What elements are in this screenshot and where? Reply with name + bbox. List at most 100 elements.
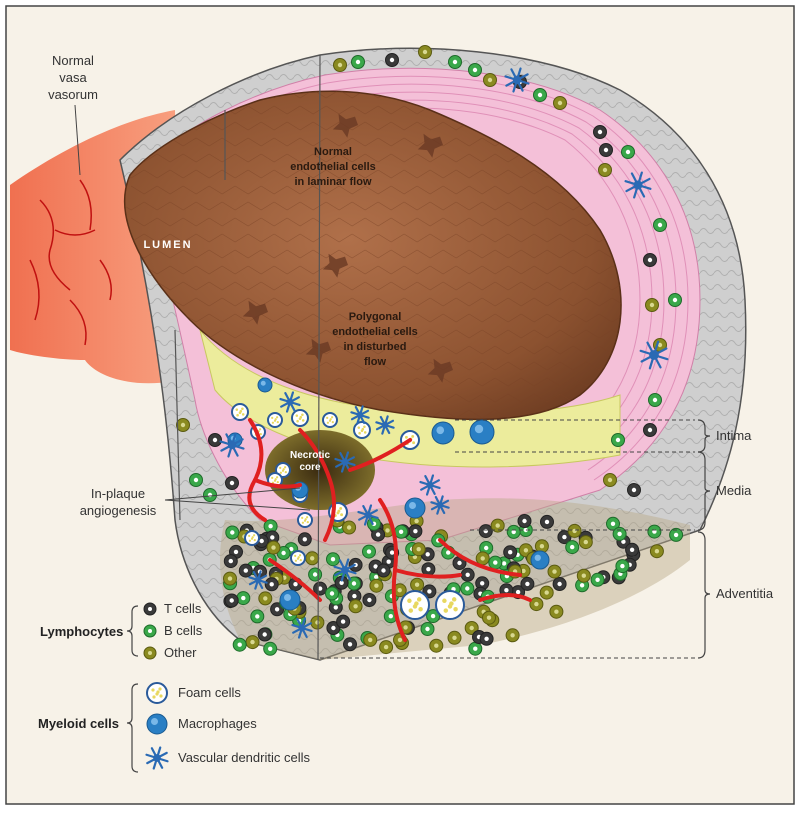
lymphocyte-nucleus-icon [515, 589, 521, 595]
legend-foam-cells: Foam cells [178, 685, 241, 700]
lipid-droplet-icon [294, 559, 298, 562]
lipid-droplet-icon [241, 413, 245, 416]
lipid-droplet-icon [361, 427, 365, 431]
lymphocyte-nucleus-icon [269, 582, 274, 587]
lymphocyte-nucleus-icon [629, 547, 635, 552]
dendritic-cell-body-icon [364, 511, 372, 519]
lipid-droplet-icon [404, 435, 408, 439]
lipid-droplet-icon [159, 694, 163, 698]
dendritic-cell-body-icon [153, 754, 161, 762]
lymphocyte-nucleus-icon [557, 100, 563, 106]
macrophage-highlight-icon [260, 380, 266, 386]
lymphocyte-nucleus-icon [281, 550, 286, 556]
lymphocyte-nucleus-icon [486, 615, 492, 620]
legend-lymphocytes: Lymphocytes T cells B cells Other [40, 601, 203, 660]
lymphocyte-nucleus-icon [501, 561, 507, 566]
dendritic-cell-body-icon [227, 440, 237, 450]
lymphocyte-nucleus-icon [331, 625, 336, 631]
macrophage-highlight-icon [151, 718, 158, 725]
vasa-pointer [74, 104, 81, 176]
lymphocyte-nucleus-icon [525, 581, 530, 587]
adventitia-label: Adventitia [716, 586, 774, 601]
lipid-droplet-icon [339, 506, 343, 510]
macrophage-icon [279, 589, 301, 611]
foam-cell-swatch-icon [146, 682, 168, 704]
lymphocyte-nucleus-icon [562, 534, 567, 540]
lymphocyte-nucleus-icon [484, 545, 489, 551]
lipid-droplet-icon [253, 538, 256, 542]
lymphocyte-nucleus-icon [617, 531, 622, 537]
lipid-droplet-icon [274, 418, 277, 421]
lymphocyte-nucleus-icon [388, 614, 393, 619]
lymphocyte-nucleus-icon [403, 625, 408, 630]
lymphocyte-nucleus-icon [310, 556, 315, 561]
lymphocyte-nucleus-icon [389, 57, 395, 63]
lymphocyte-nucleus-icon [385, 528, 390, 533]
lymphocyte-nucleus-icon [375, 532, 381, 537]
necrotic-label-line-1: Necrotic [290, 450, 330, 461]
lymphocyte-nucleus-icon [603, 147, 609, 153]
lymphocyte-nucleus-icon [583, 539, 588, 545]
lymphocyte-nucleus-icon [631, 487, 637, 493]
lipid-droplet-icon [407, 598, 412, 604]
lipid-droplet-icon [297, 556, 300, 559]
lymphocyte-nucleus-icon [452, 635, 457, 640]
vasa-vasorum-branches [29, 179, 112, 346]
lymphocyte-nucleus-icon [268, 646, 273, 651]
lymphocyte-nucleus-icon [229, 480, 235, 486]
angio-label-line-2: angiogenesis [80, 503, 157, 518]
lymphocyte-nucleus-icon [647, 257, 653, 263]
lymphocyte-nucleus-icon [570, 544, 575, 550]
lymphocyte-nucleus-icon [398, 529, 404, 534]
lymphocyte-nucleus-icon [228, 558, 233, 564]
lipid-droplet-icon [304, 518, 307, 521]
legend-dendritic-cells: Vascular dendritic cells [178, 750, 310, 765]
dendritic-cell-swatch-icon [145, 746, 169, 770]
lymphocyte-nucleus-icon [347, 642, 353, 647]
lymphocyte-nucleus-icon [416, 547, 421, 552]
lymphocyte-nucleus-icon [430, 613, 436, 619]
lymphocyte-nucleus-icon [521, 568, 526, 574]
macrophage-highlight-icon [284, 594, 291, 601]
lipid-droplet-icon [442, 598, 447, 604]
layer-brackets [697, 419, 711, 659]
lymphocyte-nucleus-icon [339, 580, 344, 585]
lymphocyte-nucleus-icon [673, 532, 679, 538]
normal-endothelial-label: Normal endothelial cells in laminar flow [290, 146, 376, 188]
lymphocyte-nucleus-icon [333, 605, 338, 610]
media-label: Media [716, 483, 752, 498]
macrophage-icon [469, 419, 495, 445]
legend-myeloid-title: Myeloid cells [38, 716, 119, 731]
lymphocyte-nucleus-icon [625, 149, 631, 155]
lipid-droplet-icon [301, 413, 304, 417]
endothelial-star-icon [417, 133, 443, 158]
lymphocyte-nucleus-icon [346, 525, 352, 530]
macrophage-swatch-icon [146, 713, 168, 735]
dendritic-cell-body-icon [356, 411, 364, 419]
legend-lymphocytes-title: Lymphocytes [40, 624, 123, 639]
normal-label-line-3: in laminar flow [294, 176, 371, 188]
lipid-droplet-icon [279, 471, 283, 474]
legend-myeloid: Myeloid cells Foam cells Macrophages Vas… [38, 682, 310, 773]
lymphocyte-nucleus-icon [237, 642, 242, 647]
lymphocyte-nucleus-icon [414, 518, 419, 524]
macrophage-icon [530, 550, 550, 570]
endothelial-star-icon [242, 300, 268, 325]
lymphocyte-nucleus-icon [534, 601, 539, 607]
lipid-droplet-icon [330, 416, 334, 419]
lipid-droplet-icon [358, 431, 361, 435]
lymphocyte-nucleus-icon [469, 625, 474, 631]
dendritic-cell-body-icon [426, 481, 434, 489]
lymphocyte-nucleus-icon [654, 549, 660, 554]
lipid-droplet-icon [258, 428, 262, 431]
legend-myeloid-bracket [126, 683, 139, 773]
lymphocyte-nucleus-icon [657, 222, 663, 228]
lymphocyte-nucleus-icon [270, 535, 275, 540]
lipid-droplet-icon [252, 534, 256, 537]
lipid-droplet-icon [418, 606, 423, 612]
lipid-droplet-icon [299, 415, 303, 419]
lymphocyte-nucleus-icon [373, 564, 378, 569]
polygonal-endothelial-label: Polygonal endothelial cells in disturbed… [332, 311, 418, 368]
lipid-droplet-icon [340, 513, 344, 517]
